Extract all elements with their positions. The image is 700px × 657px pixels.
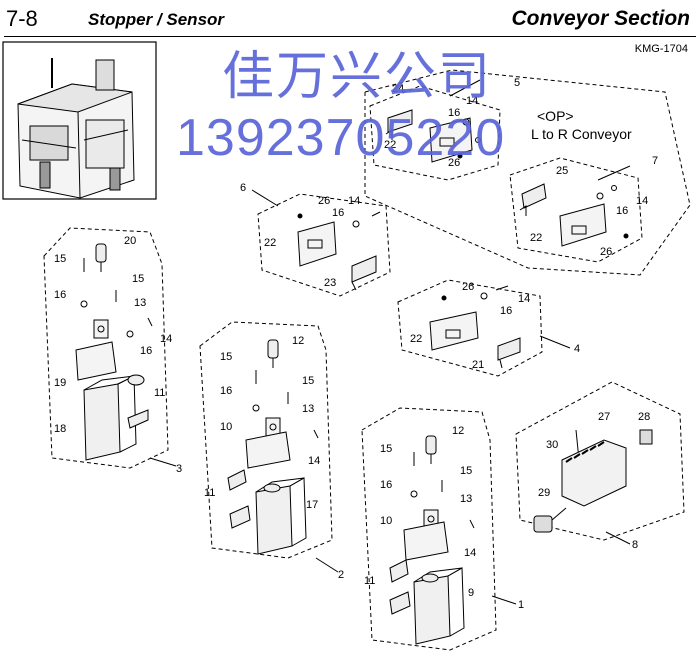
part-label: 16 (616, 205, 628, 217)
part-label: 14 (160, 333, 172, 345)
part-label: 25 (556, 165, 568, 177)
part-label: 11 (364, 575, 375, 587)
part-label: 22 (410, 333, 422, 345)
part-label: 14 (466, 95, 478, 107)
part-label: 14 (308, 455, 320, 467)
group-7-art (519, 183, 629, 247)
group-1-art (389, 435, 475, 645)
part-label: 15 (460, 465, 472, 477)
part-label: 20 (124, 235, 136, 247)
outline-group-6 (257, 193, 391, 297)
part-label: 11 (204, 487, 215, 499)
part-label: 16 (500, 305, 512, 317)
part-label: 26 (600, 246, 612, 258)
section-name: Conveyor Section (511, 7, 690, 30)
group-label: 8 (632, 539, 638, 551)
option-note-text: L to R Conveyor (531, 126, 632, 142)
part-label: 17 (306, 499, 318, 511)
part-label: 12 (292, 335, 304, 347)
group-8-art (533, 429, 653, 533)
outline-group-5 (369, 85, 501, 181)
outline-group-3 (43, 227, 169, 469)
group-3-art (75, 243, 153, 461)
section-number: 7-8 (6, 6, 38, 31)
part-label: 18 (54, 423, 66, 435)
part-label: 15 (380, 443, 392, 455)
part-label: 14 (464, 547, 476, 559)
part-label: 13 (302, 403, 314, 415)
watermark-company-name: 佳万兴公司 (222, 47, 493, 107)
part-label: 19 (54, 377, 66, 389)
part-label: 27 (598, 411, 610, 423)
part-label: 11 (154, 387, 165, 399)
part-label: 14 (636, 195, 648, 207)
group-2-art (227, 339, 319, 555)
part-label: 13 (460, 493, 472, 505)
part-label: 22 (384, 139, 396, 151)
part-label: 16 (140, 345, 152, 357)
group-label: 3 (176, 463, 182, 475)
header-rule (4, 36, 696, 37)
part-label: 15 (220, 351, 232, 363)
outline-group-4 (397, 279, 543, 377)
option-note-tag: <OP> (537, 108, 574, 124)
group-label: 4 (574, 343, 580, 355)
part-label: 12 (452, 425, 464, 437)
part-label: 13 (134, 297, 146, 309)
part-label: 22 (264, 237, 276, 249)
group-6-art (297, 211, 381, 291)
part-label: 26 (318, 195, 330, 207)
outline-group-2 (199, 321, 333, 559)
group-labels: 1 2 3 4 5 6 7 8 (176, 77, 658, 611)
group-label: 1 (518, 599, 524, 611)
outline-group-7 (509, 157, 643, 263)
page-title: Stopper / Sensor (88, 10, 225, 29)
part-label: 10 (220, 421, 232, 433)
part-label: 14 (518, 293, 530, 305)
part-label: 16 (54, 289, 66, 301)
part-label: 15 (302, 375, 314, 387)
part-label: 10 (380, 515, 392, 527)
option-note: <OP> L to R Conveyor (531, 107, 632, 143)
part-label: 30 (546, 439, 558, 451)
leader-lines (149, 79, 631, 605)
outline-group-5-7 (364, 69, 691, 276)
group-outlines (43, 69, 691, 651)
group-label: 2 (338, 569, 344, 581)
part-label: 28 (638, 411, 650, 423)
part-label: 23 (324, 277, 336, 289)
outline-group-8 (515, 381, 685, 541)
group-4-art (429, 285, 521, 369)
outline-group-1 (361, 407, 497, 651)
part-label: 16 (448, 107, 460, 119)
part-label: 9 (468, 587, 474, 599)
part-label: 15 (54, 253, 66, 265)
part-labels: 24 14 16 22 26 25 14 16 22 26 26 14 16 2… (54, 83, 650, 599)
doc-id: KMG-1704 (634, 43, 688, 55)
part-label: 26 (462, 281, 474, 293)
part-label: 29 (538, 487, 550, 499)
part-label: 21 (472, 359, 484, 371)
watermark-phone: 13923705220 (176, 109, 506, 167)
part-label: 14 (348, 195, 360, 207)
part-label: 26 (448, 157, 460, 169)
part-label: 24 (392, 83, 404, 95)
group-label: 5 (514, 77, 520, 89)
group-5-art (385, 109, 481, 163)
group-label: 6 (240, 182, 246, 194)
part-label: 16 (380, 479, 392, 491)
group-label: 7 (652, 155, 658, 167)
machine-thumbnail (2, 41, 157, 200)
part-label: 16 (332, 207, 344, 219)
part-label: 16 (220, 385, 232, 397)
part-label: 22 (530, 232, 542, 244)
part-label: 15 (132, 273, 144, 285)
